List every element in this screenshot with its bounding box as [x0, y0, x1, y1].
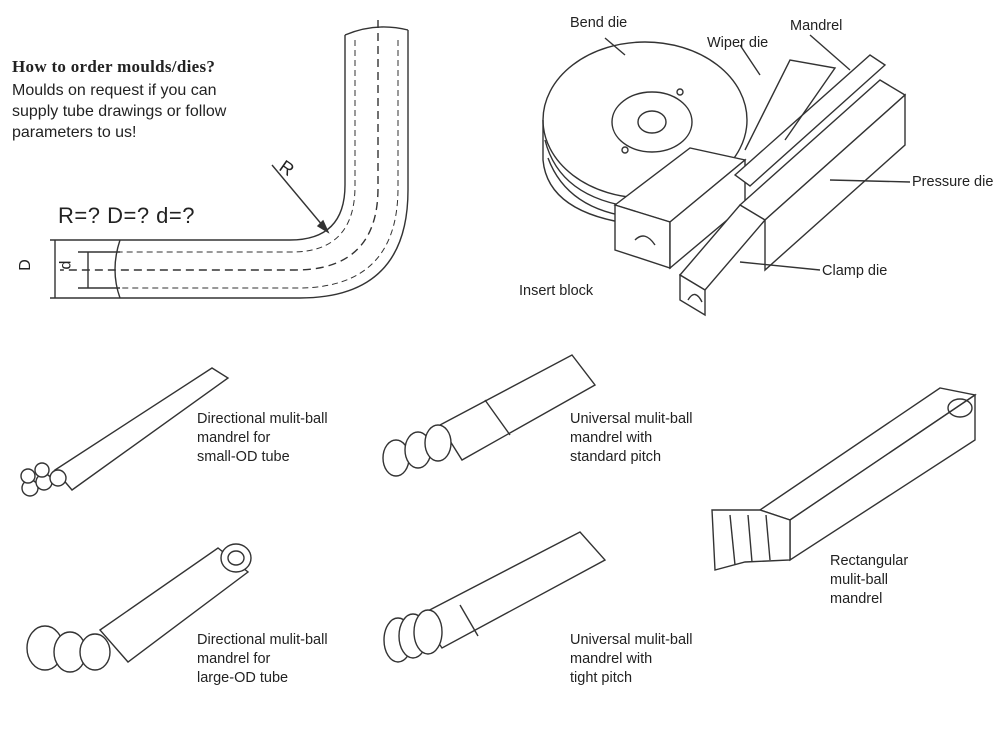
bend-tooling-drawing	[542, 34, 911, 317]
mandrel-large-od-drawing	[26, 543, 252, 673]
mandrel-small-od-drawing	[20, 367, 230, 497]
caption-large-od-mandrel: Directional mulit-ball mandrel for large…	[197, 632, 328, 686]
label-mandrel: Mandrel	[790, 18, 843, 34]
caption-rectangular-mandrel: Rectangular mulit-ball mandrel	[830, 553, 909, 607]
ordering-line: parameters to us!	[12, 124, 137, 141]
label-pressure-die: Pressure die	[912, 174, 994, 190]
ordering-title: How to order moulds/dies?	[12, 57, 216, 76]
label-wiper-die: Wiper die	[707, 35, 769, 51]
label-bend-die: Bend die	[570, 15, 628, 31]
ordering-line: Moulds on request if you can	[12, 82, 217, 99]
bent-tube-drawing	[50, 20, 409, 299]
caption-tight-pitch-mandrel: Universal mulit-ball mandrel with tight …	[570, 632, 693, 686]
label-insert-block: Insert block	[519, 283, 594, 299]
caption-small-od-mandrel: Directional mulit-ball mandrel for small…	[197, 411, 328, 465]
ordering-line: supply tube drawings or follow	[12, 103, 227, 120]
dimension-label-outer-diameter: D	[16, 259, 34, 271]
caption-standard-pitch-mandrel: Universal mulit-ball mandrel with standa…	[570, 411, 693, 465]
mandrel-tight-pitch-drawing	[383, 531, 607, 663]
label-clamp-die: Clamp die	[822, 263, 888, 279]
tube-parameters: R=? D=? d=?	[58, 203, 195, 228]
mandrel-standard-pitch-drawing	[382, 354, 597, 477]
mandrel-rectangular-drawing	[711, 387, 977, 571]
dimension-label-inner-diameter: d	[57, 260, 75, 270]
